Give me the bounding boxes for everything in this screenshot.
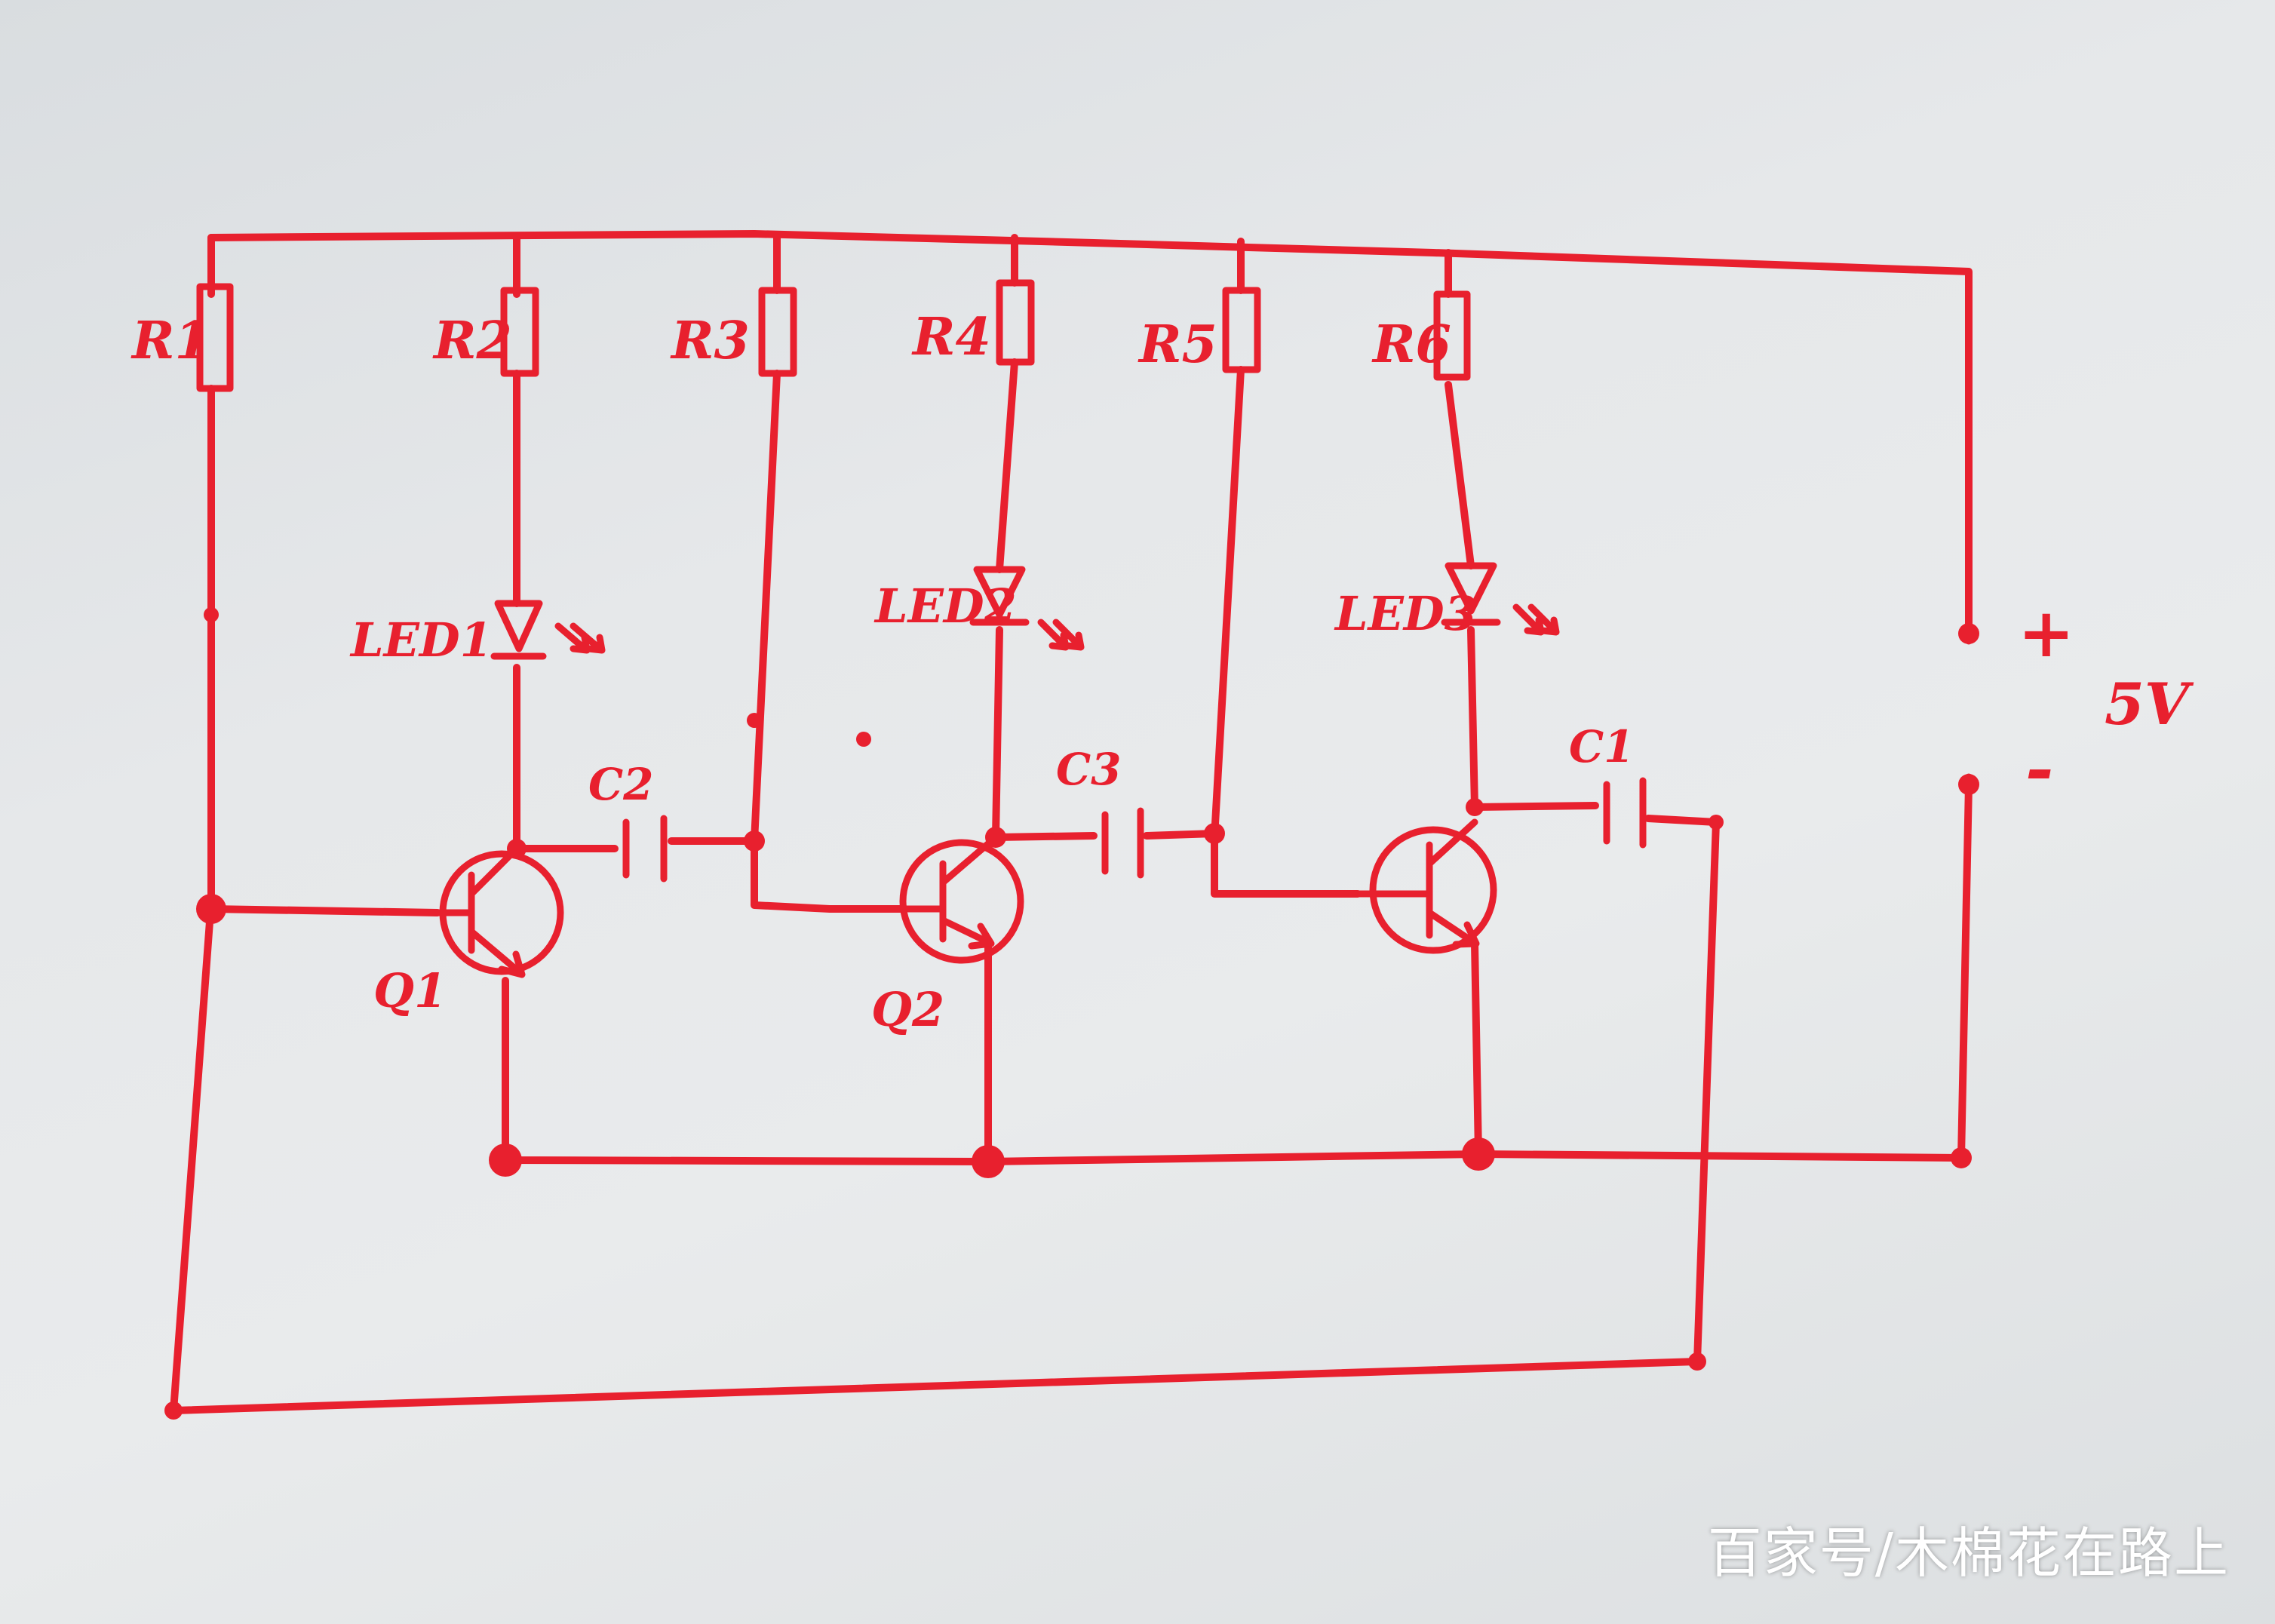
c1-left-wire xyxy=(1471,802,1599,811)
label-c3: C3 xyxy=(1056,744,1122,795)
capacitor-c3-symbol xyxy=(1101,807,1144,879)
label-r2: R2 xyxy=(432,311,512,371)
capacitor-c2-symbol xyxy=(622,815,668,883)
r1-feedback-loop-wire xyxy=(170,234,1720,1414)
capacitor-c1-symbol xyxy=(1603,777,1647,849)
r6-led3-branch-wire xyxy=(1445,249,1482,1158)
label-supply-voltage: 5V xyxy=(2105,671,2194,738)
c3-left-wire xyxy=(992,832,1098,841)
watermark: 百家号/木棉花在路上 xyxy=(1707,1521,2230,1585)
label-c2: C2 xyxy=(588,759,654,810)
label-r1: R1 xyxy=(130,311,210,371)
transistor-symbols xyxy=(434,818,1497,978)
resistor-symbols xyxy=(196,279,1471,392)
label-led3: LED3 xyxy=(1334,586,1477,641)
transistor-q3-symbol xyxy=(1354,818,1497,954)
resistor-r6-symbol xyxy=(1433,290,1471,381)
label-r4: R4 xyxy=(911,307,991,367)
label-led2: LED2 xyxy=(873,579,1017,634)
led-symbols xyxy=(490,562,1560,660)
label-supply-minus: - xyxy=(2025,729,2053,809)
r3-branch-wire xyxy=(751,234,909,913)
label-q2: Q2 xyxy=(871,982,944,1037)
resistor-r3-symbol xyxy=(758,287,797,377)
led1-symbol xyxy=(490,600,606,660)
resistor-r5-symbol xyxy=(1222,287,1261,373)
label-r3: R3 xyxy=(670,311,750,371)
junction-dots xyxy=(164,607,1979,1420)
label-r6: R6 xyxy=(1371,315,1451,375)
wires xyxy=(170,230,1973,1414)
label-led1: LED1 xyxy=(349,612,493,668)
q1-base-wire xyxy=(207,905,441,916)
capacitor-symbols xyxy=(622,777,1647,883)
transistor-q1-symbol xyxy=(434,845,564,978)
transistor-q2-symbol xyxy=(899,833,1024,964)
c3-right-wire xyxy=(1143,830,1218,840)
top-rail-wire xyxy=(207,230,1973,637)
resistor-r2-symbol xyxy=(500,287,539,377)
label-c1: C1 xyxy=(1569,721,1635,772)
r4-led2-branch-wire xyxy=(984,234,1018,1165)
resistor-r4-symbol xyxy=(996,279,1035,366)
label-q1: Q1 xyxy=(373,963,447,1018)
led3-symbol xyxy=(1441,562,1560,636)
bottom-rail-wire xyxy=(502,781,1973,1165)
led2-symbol xyxy=(969,566,1085,651)
resistor-r1-symbol xyxy=(196,283,234,392)
label-supply-plus: + xyxy=(2018,593,2074,673)
component-labels: R1 R2 R3 R4 R5 R6 LED1 LED2 LED3 C2 C3 C… xyxy=(130,307,2194,1037)
label-r5: R5 xyxy=(1138,315,1217,375)
r5-branch-wire xyxy=(1211,238,1362,898)
